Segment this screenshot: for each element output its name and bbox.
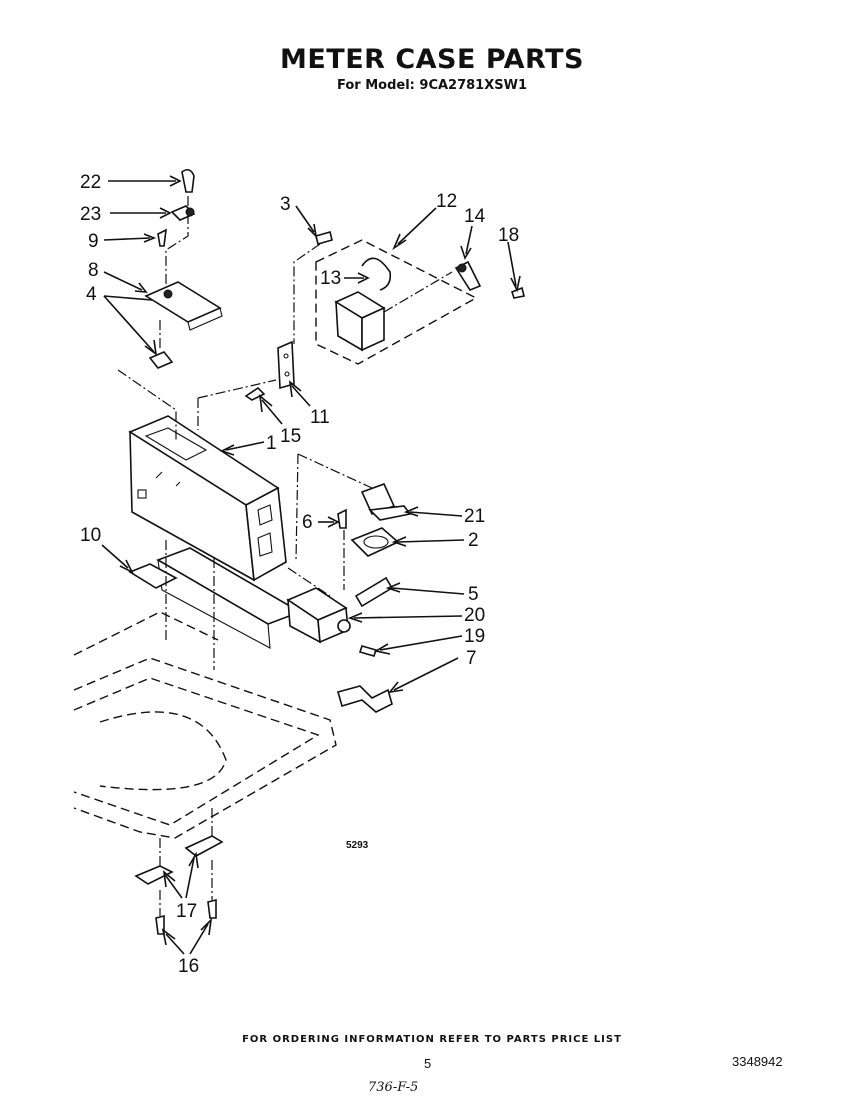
callout-2: 2 [468,530,479,551]
pin-part-18 [511,286,525,299]
callout-1: 1 [266,433,277,454]
pivot-part-14 [454,260,482,291]
callout-20: 20 [464,605,485,626]
bracket-part-10 [128,563,178,589]
cup-part-2 [350,527,400,557]
handwritten-note: 736-F-5 [368,1080,419,1095]
callout-12: 12 [436,191,457,212]
bracket-part-11 [277,340,295,390]
clip-part-4 [148,351,174,369]
screw-part-3 [315,231,333,245]
spring-clip-part-7 [337,685,393,713]
knob-part-22 [181,168,195,193]
meter-case-part-1 [128,415,287,582]
callout-7: 7 [466,648,477,669]
screw-part-6 [337,508,347,529]
washer-top-outline [73,611,337,839]
bracket-part-21 [360,482,412,521]
lever-part-5 [354,576,394,608]
callout-19: 19 [464,626,485,647]
drawing-code: 5293 [346,840,369,851]
callout-15: 15 [280,426,301,447]
callout-10: 10 [80,525,101,546]
ordering-footer: FOR ORDERING INFORMATION REFER TO PARTS … [242,1034,622,1045]
solenoid-block [334,291,386,352]
callout-8: 8 [88,260,99,281]
callout-5: 5 [468,584,479,605]
screw-part-19 [358,645,378,657]
callout-16: 16 [178,956,199,977]
callout-6: 6 [302,512,313,533]
callout-22: 22 [80,172,101,193]
callout-3: 3 [280,194,291,215]
callout-4: 4 [86,284,97,305]
callout-14: 14 [464,206,486,227]
callout-9: 9 [88,231,99,252]
document-number: 3348942 [732,1054,783,1069]
screw-part-9 [157,228,167,247]
callout-17: 17 [176,901,197,922]
callout-13: 13 [320,268,341,289]
model-subtitle: For Model: 9CA2781XSW1 [337,78,527,93]
page-number: 5 [424,1056,432,1071]
enclosure-outline-part-12 [315,239,478,365]
switch-box-part-20 [286,587,351,644]
leader-lines-right [287,453,373,597]
callout-21: 21 [464,506,485,527]
callout-18: 18 [498,225,519,246]
callout-leaders [101,175,521,955]
page-title: METER CASE PARTS [279,44,584,75]
callout-11: 11 [310,407,330,428]
plate-part-8 [144,281,223,331]
clip-part-23 [170,205,196,221]
screw-part-15 [244,386,266,401]
callout-23: 23 [80,204,101,225]
spring-part-13 [361,257,392,291]
leader-lines-upper-left [117,196,189,440]
